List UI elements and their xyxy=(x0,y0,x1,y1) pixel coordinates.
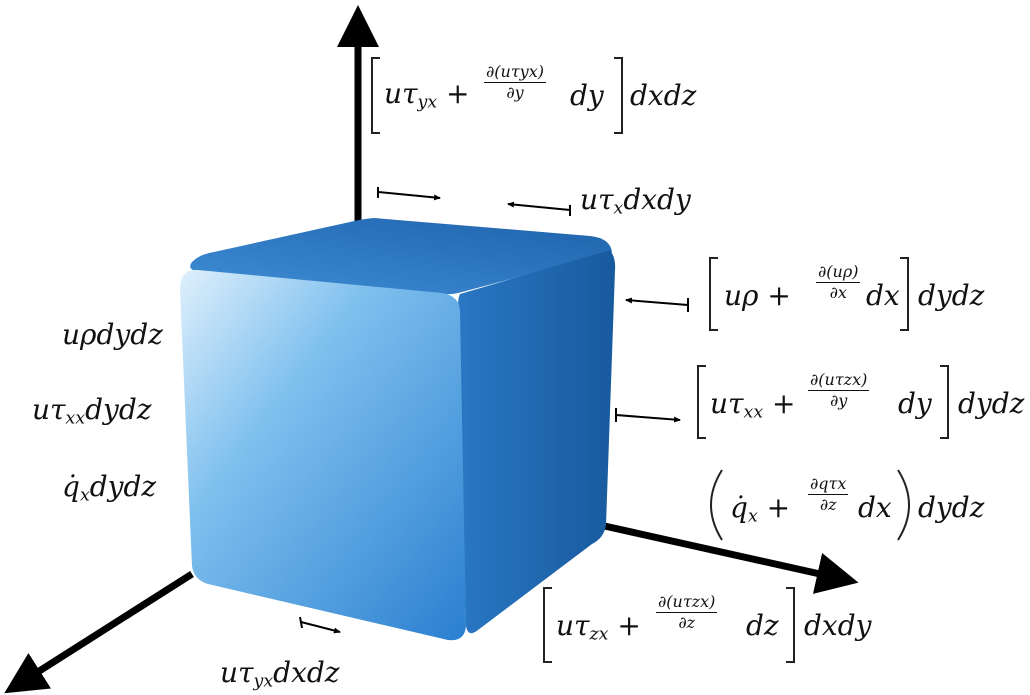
top-expression-dy: dy xyxy=(570,79,604,112)
bracket-top-right xyxy=(614,57,623,134)
r2-expression-fraction: ∂(uτzx)∂y xyxy=(808,370,870,410)
paren-r3-right xyxy=(897,469,910,541)
r1-expression-pre: uρ + xyxy=(724,279,791,312)
flux-arrow-bottom xyxy=(299,616,341,634)
x-axis-arrow xyxy=(599,521,859,594)
left-heat-flux-label: q̇xdydz xyxy=(62,470,157,506)
bracket-r4-right xyxy=(786,587,795,663)
cube-front-face xyxy=(180,269,466,641)
flux-arrow-top-left xyxy=(377,187,441,201)
r4-expression-fraction: ∂(uτzx)∂z xyxy=(656,592,718,632)
top-expression-tail: dxdz xyxy=(630,79,697,112)
r3-expression-pre: q̇x + xyxy=(730,491,791,527)
flux-arrow-top-right xyxy=(507,201,571,216)
control-volume-cube xyxy=(180,218,616,641)
flux-arrow-right-2 xyxy=(615,408,681,423)
r4-expression-tail: dxdy xyxy=(804,609,872,642)
r2-expression-pre: uτxx + xyxy=(710,387,796,423)
bracket-r4-left xyxy=(543,587,552,663)
bracket-r2-right xyxy=(940,365,949,439)
r2-expression-tail: dydz xyxy=(958,387,1025,420)
bracket-r1-left xyxy=(709,257,718,331)
left-mass-flux-label: uρdydz xyxy=(62,318,163,351)
r2-expression-dy: dy xyxy=(898,387,932,420)
bracket-top-left xyxy=(371,57,380,134)
paren-r3-left xyxy=(710,469,723,541)
r3-expression-dx: dx xyxy=(858,491,892,524)
cube-side-face xyxy=(458,250,616,634)
top-expression-fraction: ∂(uτyx)∂y xyxy=(484,62,546,102)
bottom-stress-flux-label: uτyxdxdz xyxy=(220,656,340,692)
z-axis-arrow xyxy=(4,571,194,694)
cube-top-face xyxy=(190,218,612,295)
r3-expression-fraction: ∂qτx∂z xyxy=(808,474,849,514)
top-small-stress-label: uτxdxdy xyxy=(580,183,691,219)
r3-expression-tail: dydz xyxy=(918,491,985,524)
r1-expression-tail: dydz xyxy=(918,279,985,312)
r1-expression-fraction: ∂(uρ)∂x xyxy=(816,262,861,302)
r4-expression-dz: dz xyxy=(746,609,779,642)
left-stress-flux-label: uτxxdydz xyxy=(32,393,152,429)
flux-arrow-right-1 xyxy=(625,297,689,312)
bracket-r1-right xyxy=(900,257,909,331)
bracket-r2-left xyxy=(697,365,706,439)
top-expression-pre: uτyx + xyxy=(384,77,470,113)
r1-expression-dx: dx xyxy=(866,279,900,312)
r4-expression-pre: uτzx + xyxy=(556,609,641,645)
